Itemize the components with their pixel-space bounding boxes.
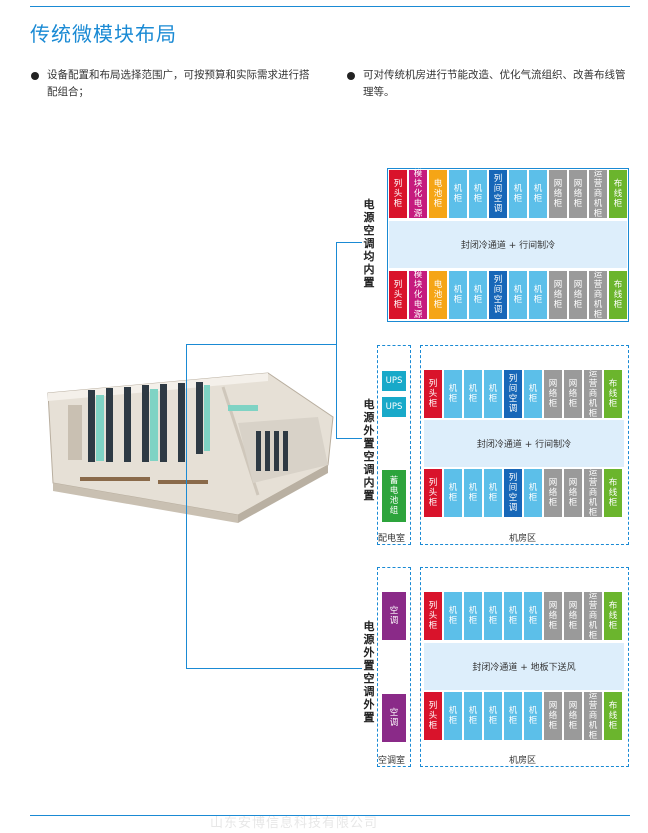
carrier-cabinet: 运营商机柜 — [584, 591, 602, 641]
server-rack: 机柜 — [504, 592, 522, 640]
server-rack: 机柜 — [484, 469, 502, 517]
connector-line — [336, 242, 337, 438]
modular-power-cabinet: 模块化电源 — [409, 270, 427, 320]
network-cabinet: 网络柜 — [544, 370, 562, 418]
server-rack: 机柜 — [444, 370, 462, 418]
server-rack: 机柜 — [449, 170, 467, 218]
network-cabinet: 网络柜 — [569, 170, 587, 218]
network-cabinet: 网络柜 — [544, 469, 562, 517]
connector-line — [186, 668, 362, 669]
section2-label: 电源外置空调内置 — [363, 398, 375, 502]
server-rack: 机柜 — [464, 592, 482, 640]
section1-frame — [387, 168, 629, 322]
server-rack: 机柜 — [444, 692, 462, 740]
section3-aisle: 封闭冷通道 + 地板下送风 — [424, 643, 624, 690]
carrier-cabinet: 运营商机柜 — [589, 169, 607, 219]
row-head-cabinet: 列头柜 — [424, 592, 442, 640]
footer-watermark: 山东安博信息科技有限公司 — [210, 816, 379, 831]
carrier-cabinet: 运营商机柜 — [584, 691, 602, 741]
server-rack: 机柜 — [484, 692, 502, 740]
connector-line — [336, 438, 362, 439]
server-rack: 机柜 — [524, 692, 542, 740]
ac-unit-2: 空调 — [382, 694, 406, 742]
cabling-cabinet: 布线柜 — [604, 469, 622, 517]
ac-room-label: 空调室 — [378, 756, 406, 766]
power-room-frame — [377, 345, 411, 545]
row-head-cabinet: 列头柜 — [424, 469, 442, 517]
section3-frame — [420, 567, 629, 767]
inrow-ac-unit: 列间空调 — [489, 271, 507, 319]
network-cabinet: 网络柜 — [564, 692, 582, 740]
server-rack: 机柜 — [444, 592, 462, 640]
footer-rule — [30, 815, 630, 816]
server-rack: 机柜 — [524, 592, 542, 640]
row-head-cabinet: 列头柜 — [424, 370, 442, 418]
connector-line — [186, 344, 336, 345]
server-rack: 机柜 — [469, 271, 487, 319]
server-rack: 机柜 — [484, 370, 502, 418]
network-cabinet: 网络柜 — [544, 692, 562, 740]
section3-zone-label: 机房区 — [509, 756, 537, 766]
bullet-text-1: 设备配置和布局选择范围广，可按预算和实际需求进行搭配组合； — [47, 69, 310, 98]
server-rack: 机柜 — [524, 469, 542, 517]
cabling-cabinet: 布线柜 — [604, 592, 622, 640]
network-cabinet: 网络柜 — [549, 271, 567, 319]
server-rack: 机柜 — [449, 271, 467, 319]
connector-line — [186, 344, 187, 668]
ac-room-frame — [377, 567, 411, 767]
server-rack: 机柜 — [484, 592, 502, 640]
server-rack: 机柜 — [509, 271, 527, 319]
section1-aisle: 封闭冷通道 + 行间制冷 — [389, 221, 627, 268]
cabling-cabinet: 布线柜 — [609, 170, 627, 218]
server-rack: 机柜 — [509, 170, 527, 218]
server-rack: 机柜 — [524, 370, 542, 418]
network-cabinet: 网络柜 — [564, 370, 582, 418]
carrier-cabinet: 运营商机柜 — [584, 369, 602, 419]
carrier-cabinet: 运营商机柜 — [584, 468, 602, 518]
page-title: 传统微模块布局 — [30, 22, 177, 46]
network-cabinet: 网络柜 — [549, 170, 567, 218]
top-rule — [30, 6, 630, 7]
ups-cabinet-2: UPS — [382, 397, 406, 417]
section2-zone-label: 机房区 — [509, 534, 537, 544]
server-rack: 机柜 — [464, 370, 482, 418]
battery-cabinet: 电池柜 — [429, 170, 447, 218]
carrier-cabinet: 运营商机柜 — [589, 270, 607, 320]
cabling-cabinet: 布线柜 — [604, 370, 622, 418]
ac-unit-1: 空调 — [382, 592, 406, 640]
inrow-ac-unit: 列间空调 — [504, 370, 522, 418]
server-rack: 机柜 — [529, 170, 547, 218]
network-cabinet: 网络柜 — [564, 469, 582, 517]
cabling-cabinet: 布线柜 — [609, 271, 627, 319]
bullet-text-2: 可对传统机房进行节能改造、优化气流组织、改善布线管理等。 — [363, 69, 626, 98]
cabling-cabinet: 布线柜 — [604, 692, 622, 740]
datacenter-render-image — [47, 372, 334, 523]
server-rack: 机柜 — [444, 469, 462, 517]
row-head-cabinet: 列头柜 — [389, 271, 407, 319]
section2-frame — [420, 345, 629, 545]
section1-label: 电源空调均内置 — [363, 198, 375, 289]
battery-cabinet: 电池柜 — [429, 271, 447, 319]
row-head-cabinet: 列头柜 — [389, 170, 407, 218]
network-cabinet: 网络柜 — [544, 592, 562, 640]
row-head-cabinet: 列头柜 — [424, 692, 442, 740]
section2-aisle: 封闭冷通道 + 行间制冷 — [424, 420, 624, 467]
ups-cabinet-1: UPS — [382, 371, 406, 391]
connector-line — [336, 242, 362, 243]
network-cabinet: 网络柜 — [564, 592, 582, 640]
bullet-dot-icon — [347, 72, 355, 80]
server-rack: 机柜 — [464, 469, 482, 517]
inrow-ac-unit: 列间空调 — [489, 170, 507, 218]
server-rack: 机柜 — [504, 692, 522, 740]
inrow-ac-unit: 列间空调 — [504, 469, 522, 517]
server-rack: 机柜 — [469, 170, 487, 218]
power-room-label: 配电室 — [378, 534, 406, 544]
bullet-dot-icon — [31, 72, 39, 80]
server-rack: 机柜 — [529, 271, 547, 319]
battery-bank: 蓄电池组 — [382, 470, 406, 522]
network-cabinet: 网络柜 — [569, 271, 587, 319]
section3-label: 电源外置空调外置 — [363, 620, 375, 724]
modular-power-cabinet: 模块化电源 — [409, 169, 427, 219]
server-rack: 机柜 — [464, 692, 482, 740]
